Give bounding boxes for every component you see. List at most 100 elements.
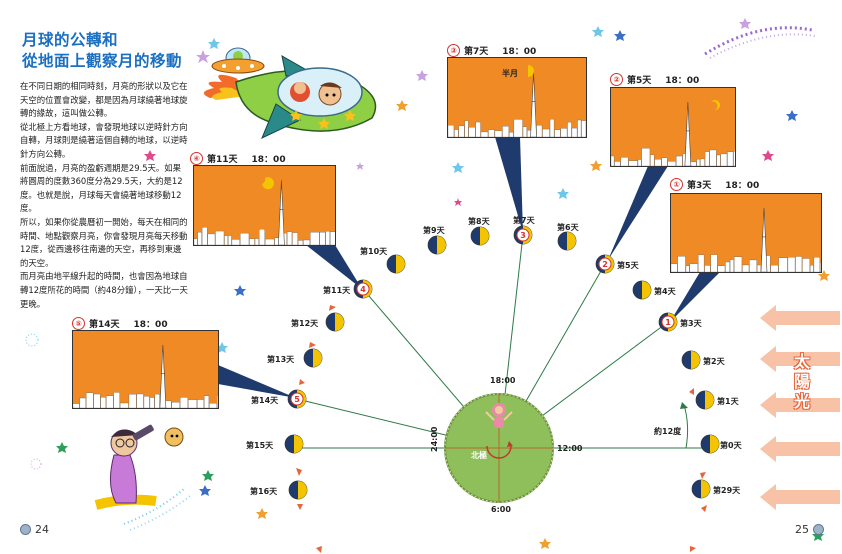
building <box>549 119 555 137</box>
moon-lit-half <box>313 349 322 367</box>
building <box>778 257 788 272</box>
building <box>742 264 750 272</box>
moon-lit-half <box>396 255 405 273</box>
page-number-left: 24 <box>20 523 49 536</box>
tower <box>684 102 692 166</box>
panel-time: 18：00 <box>251 155 286 165</box>
angle-label: 約12度 <box>654 427 682 436</box>
moon-marker-number: 4 <box>360 285 366 294</box>
page-dot-icon <box>813 524 824 535</box>
panel-number: ③ <box>447 44 460 57</box>
moon-marker <box>356 282 370 296</box>
panel-day: 第5天 <box>627 76 652 86</box>
city-skyline <box>671 208 821 272</box>
building <box>136 393 144 408</box>
callout-pointer <box>218 365 296 398</box>
panel-day: 第7天 <box>464 47 489 57</box>
building <box>93 393 101 408</box>
building <box>468 127 476 137</box>
day-label: 第29天 <box>713 486 741 495</box>
moon-lit-half <box>705 391 714 409</box>
building <box>560 128 568 137</box>
callout-pointer <box>608 166 668 260</box>
moon-lit-half <box>567 232 576 250</box>
building <box>330 231 335 245</box>
building <box>650 154 655 166</box>
tower <box>530 72 537 137</box>
sunlight-label: 太陽光 <box>793 352 810 411</box>
building <box>494 130 503 137</box>
moon-marker-number: 3 <box>520 231 526 240</box>
city-skyline <box>73 344 218 408</box>
page-title: 月球的公轉和 從地面上觀察月的移動 <box>22 30 182 72</box>
moon-marker <box>290 392 304 406</box>
building <box>571 127 578 137</box>
page-number-text: 25 <box>795 523 809 536</box>
building <box>217 395 218 408</box>
building <box>297 240 304 245</box>
body-paragraph: 在不同日期的相同時刻，月亮的形狀以及它在天空的位置會改變，都是因為月球繞著地球旋… <box>20 81 188 119</box>
time-label-12: 12:00 <box>557 444 583 453</box>
panel-number: ④ <box>190 152 203 165</box>
building <box>729 259 734 272</box>
day-label: 第15天 <box>246 441 274 450</box>
panel-day: 第11天 <box>207 155 238 165</box>
kid-illustration <box>94 424 184 510</box>
title-line2: 從地面上觀察月的移動 <box>22 52 183 70</box>
body-paragraph: 從北極上方看地球，會發現地球以逆時針方向自轉，月球則是繞著這個自轉的地球，以逆時… <box>20 121 188 159</box>
building <box>303 239 311 245</box>
building <box>480 131 489 137</box>
moon-label-half: 半月 <box>502 69 518 78</box>
building <box>201 227 208 245</box>
sunlight-arrow <box>760 436 840 462</box>
panel-day: 第14天 <box>89 320 120 330</box>
panel-caption-14: ⑤ 第14天 18：00 <box>72 317 168 330</box>
day-label: 第3天 <box>680 319 702 328</box>
building <box>180 397 188 408</box>
sky-panel-day14 <box>72 330 219 409</box>
body-text: 在不同日期的相同時刻，月亮的形狀以及它在天空的位置會改變，都是因為月球繞著地球旋… <box>20 80 188 311</box>
building <box>689 263 698 272</box>
building <box>204 395 210 408</box>
time-label-6: 6:00 <box>491 505 511 514</box>
building <box>207 233 216 245</box>
building <box>448 124 455 137</box>
day-label: 第9天 <box>423 226 445 235</box>
building <box>454 129 459 137</box>
building <box>464 120 469 137</box>
panel-time: 18：00 <box>665 76 700 86</box>
building <box>802 258 810 272</box>
day-label: 第5天 <box>617 261 639 270</box>
building <box>727 151 734 166</box>
moon-lit-half <box>691 351 700 369</box>
body-paragraph: 前面說過，月亮的盈虧週期是29.5天。如果將圓周的度數360度分為29.5天，大… <box>20 162 183 214</box>
body-paragraph: 而月亮由地平線升起的時間，也會因為地球自轉12度所花的時間（約48分鐘），一天比… <box>20 271 188 309</box>
building <box>704 265 711 272</box>
building <box>717 265 726 272</box>
sunlight-arrow <box>760 346 840 372</box>
day-label: 第7天 <box>513 216 535 225</box>
building <box>254 238 259 245</box>
moon-marker <box>516 228 530 242</box>
gibbous-moon-icon <box>262 177 274 190</box>
building <box>820 262 821 272</box>
day-label: 第0天 <box>720 441 742 450</box>
panel-time: 18：00 <box>502 47 537 57</box>
time-label-18: 18:00 <box>490 376 516 385</box>
moon-lit-half <box>298 481 307 499</box>
callout-pointer <box>670 272 720 322</box>
building <box>720 153 728 166</box>
day-label: 第12天 <box>291 319 319 328</box>
building <box>106 395 114 408</box>
building <box>667 161 676 166</box>
tower <box>760 208 768 272</box>
building <box>513 119 523 137</box>
panel-number: ⑤ <box>72 317 85 330</box>
building <box>100 397 107 408</box>
building <box>188 399 197 408</box>
panel-time: 18：00 <box>133 320 168 330</box>
callout-pointer <box>495 137 523 233</box>
ufo-illustration <box>211 47 265 74</box>
